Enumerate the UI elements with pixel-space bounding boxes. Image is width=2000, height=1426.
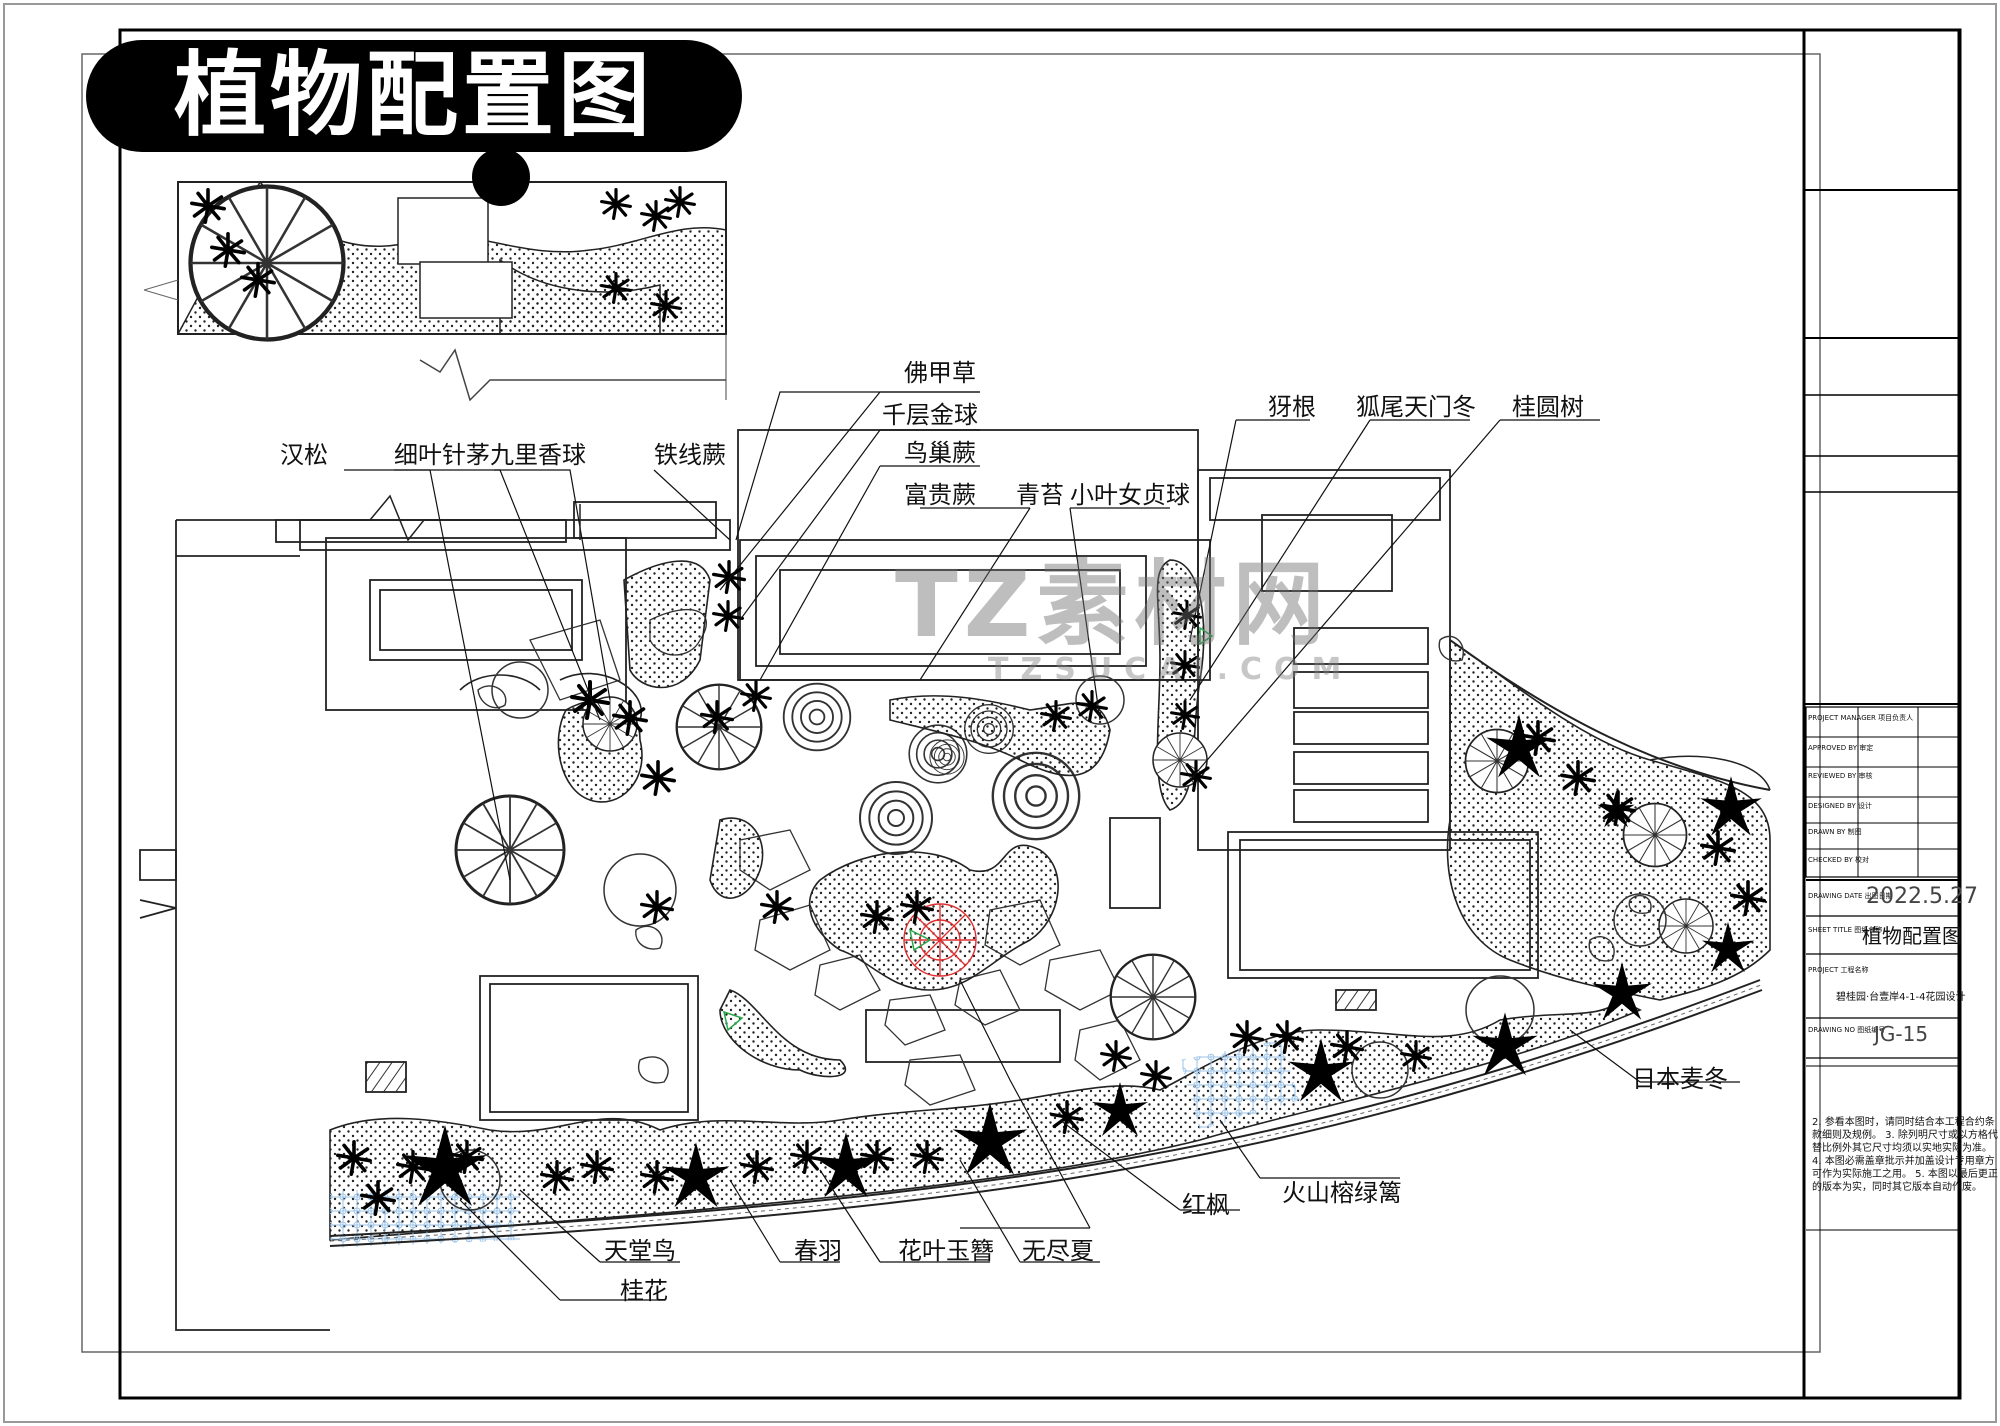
tree-canopies xyxy=(439,661,1714,1211)
green-accent-plants xyxy=(722,626,1214,1032)
leader-lines xyxy=(344,391,1740,1301)
title-banner-bg xyxy=(86,40,742,152)
label-huweitianmendong: 狐尾天门冬 xyxy=(1356,393,1476,421)
tb-project-label: PROJECT 工程名称 xyxy=(1808,966,1869,974)
title-block-lines xyxy=(1804,189,1960,1231)
label-hongfeng: 红枫 xyxy=(1182,1191,1230,1219)
site-boundary-hedge xyxy=(329,639,1771,1247)
watermark-url: TZSUCAI.COM xyxy=(988,652,1354,687)
label-yagen: 犽根 xyxy=(1268,393,1316,421)
label-fuguijue: 富贵蕨 xyxy=(904,481,976,509)
label-tiantangniao: 天堂鸟 xyxy=(604,1237,676,1265)
banner-dot xyxy=(472,148,530,206)
key-plan-inset xyxy=(143,180,727,402)
tb-checked-by: CHECKED BY 校对 xyxy=(1808,856,1870,864)
label-niaochaojue: 鸟巢蕨 xyxy=(904,439,976,467)
label-fojiacao: 佛甲草 xyxy=(904,359,976,387)
label-chunyu: 春羽 xyxy=(794,1237,842,1265)
label-qingtai: 青苔 xyxy=(1016,481,1064,509)
break-lines xyxy=(276,494,581,542)
tb-drawn-by: DRAWN BY 制图 xyxy=(1808,828,1862,836)
label-ribenmaidong: 日本麦冬 xyxy=(1632,1065,1728,1093)
label-luohansong: 汉松 xyxy=(280,441,328,469)
label-wujinxia: 无尽夏 xyxy=(1022,1237,1094,1265)
label-xiaoyenvzhenqiu: 小叶女贞球 xyxy=(1070,481,1190,509)
tb-designed-by: DESIGNED BY 设计 xyxy=(1808,802,1872,810)
label-xiyezhenmao: 细叶针茅 xyxy=(394,441,490,469)
label-qiancengjinqiu: 千层金球 xyxy=(882,401,978,429)
landscape-rocks xyxy=(477,635,1652,1084)
label-jiulixiangqiu: 九里香球 xyxy=(490,441,586,469)
label-huoshanronglvli: 火山榕绿篱 xyxy=(1282,1179,1402,1207)
tb-date: 2022.5.27 xyxy=(1866,884,1978,909)
tb-drawing-no-label: DRAWING NO 图纸编号 xyxy=(1808,1026,1886,1034)
tb-sheet-title-label: SHEET TITLE 图纸名称 xyxy=(1808,926,1883,934)
red-maple-tree xyxy=(903,903,977,977)
drawing-title: 植物配置图 xyxy=(173,42,654,149)
label-guihua: 桂花 xyxy=(620,1277,668,1305)
watermark-logo-text: TZ素材网 xyxy=(895,551,1331,658)
tb-sheet-title: 植物配置图 xyxy=(1862,924,1962,948)
tb-project-manager: PROJECT MANAGER 项目负责人 xyxy=(1808,714,1914,722)
tb-notes: 2. 参看本图时，请同时结合本工程合约条款细则及规例。 3. 除列明尺寸或以方格… xyxy=(1812,1117,1998,1193)
tb-approved-by: APPROVED BY 审定 xyxy=(1808,744,1874,752)
tb-drawing-no: JG-15 xyxy=(1874,1022,1929,1046)
label-guiyuanshu: 桂圆树 xyxy=(1512,393,1584,421)
label-huayeyuzan: 花叶玉簪 xyxy=(898,1237,994,1265)
tb-date-label: DRAWING DATE 出图日期 xyxy=(1808,892,1893,900)
tb-project-name: 碧桂园·台壹岸4-1-4花园设计 xyxy=(1836,992,1966,1003)
tb-reviewed-by: REVIEWED BY 审核 xyxy=(1808,772,1873,780)
label-tiexianjue: 铁线蕨 xyxy=(654,441,726,469)
